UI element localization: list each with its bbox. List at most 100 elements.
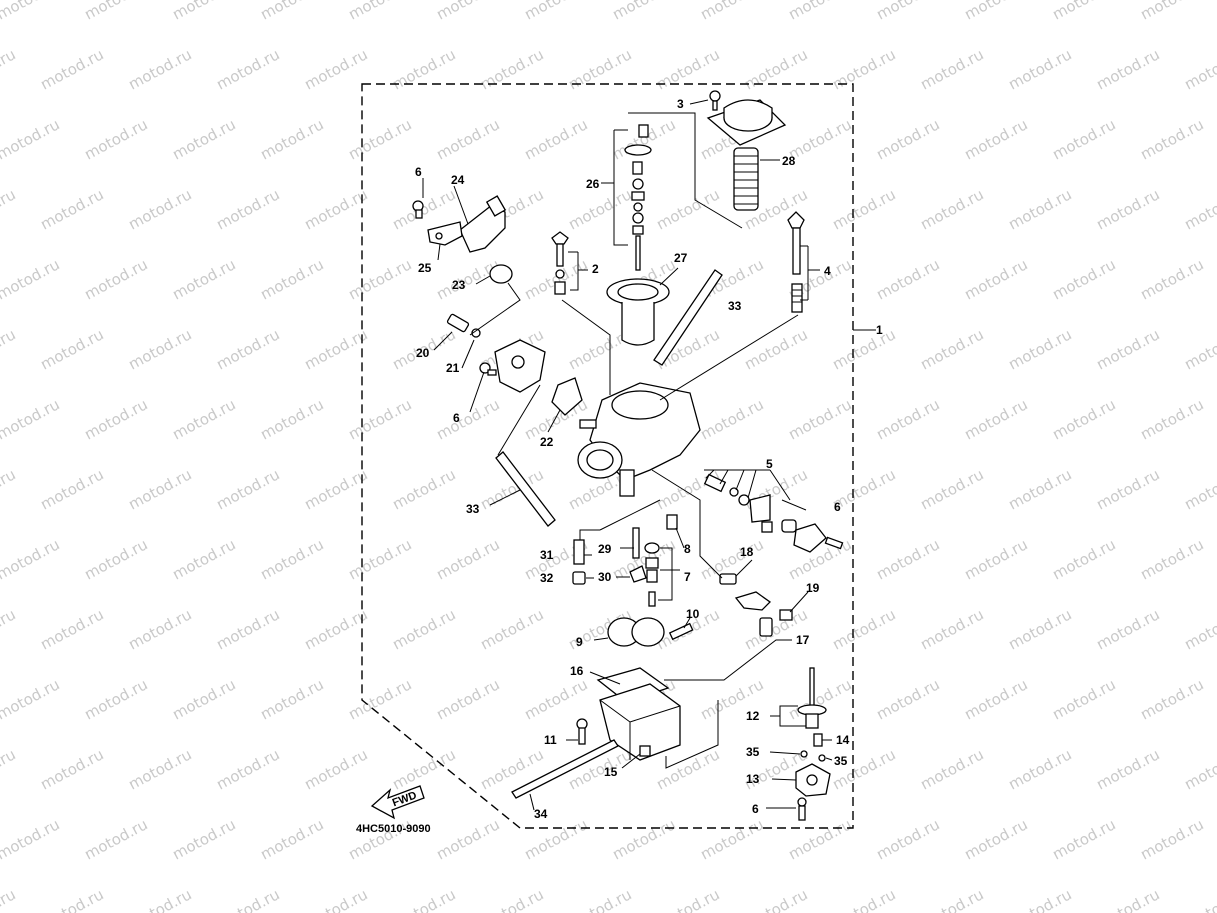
part-gasket-22[interactable] — [551, 377, 583, 416]
part-cap-32[interactable] — [572, 571, 586, 585]
part-idle-set-5[interactable] — [703, 473, 827, 553]
part-spring-18[interactable] — [719, 573, 737, 585]
watermark-text: motod.ru — [697, 815, 766, 863]
label-part-26: 26 — [586, 177, 600, 191]
part-carburetor-body-1[interactable] — [577, 382, 701, 497]
part-cover-13[interactable] — [795, 763, 831, 797]
part-spring-28[interactable] — [733, 147, 759, 211]
watermark-text: motod.ru — [873, 0, 942, 24]
part-screw-6-right[interactable] — [824, 536, 844, 550]
label-part-2: 2 — [592, 262, 599, 276]
part-drain-15[interactable] — [639, 745, 651, 757]
watermark-text: motod.ru — [1005, 325, 1074, 373]
label-part-11: 11 — [544, 733, 557, 747]
part-hose-33-upper[interactable] — [653, 269, 723, 366]
part-jet-8[interactable] — [666, 514, 678, 530]
part-hose-34[interactable] — [511, 739, 619, 799]
label-part-7: 7 — [684, 570, 691, 584]
label-part-10: 10 — [686, 607, 700, 621]
part-oring-35[interactable] — [800, 750, 826, 762]
label-part-18: 18 — [740, 545, 754, 559]
part-lever-25[interactable] — [427, 221, 463, 246]
part-throttle-screw-4[interactable] — [787, 211, 805, 313]
watermark-text: motod.ru — [565, 45, 634, 93]
watermark-text: motod.ru — [829, 605, 898, 653]
watermark-text: motod.ru — [301, 45, 370, 93]
watermark-text: motod.ru — [169, 675, 238, 723]
part-main-jet-7[interactable] — [644, 542, 660, 607]
watermark-text: motod.ru — [0, 815, 63, 863]
part-float-bowl[interactable] — [599, 683, 681, 761]
part-plug-14[interactable] — [813, 733, 823, 747]
watermark-text: motod.ru — [37, 885, 106, 913]
part-top-cover-3[interactable] — [706, 99, 787, 146]
label-part-30: 30 — [598, 570, 612, 584]
watermark-text: motod.ru — [1049, 535, 1118, 583]
watermark-text: motod.ru — [301, 185, 370, 233]
watermark-text: motod.ru — [301, 745, 370, 793]
watermark-text: motod.ru — [961, 255, 1030, 303]
watermark-text: motod.ru — [0, 465, 19, 513]
watermark-text: motod.ru — [917, 885, 986, 913]
label-part-31: 31 — [540, 548, 554, 562]
watermark-text: motod.ru — [301, 465, 370, 513]
part-rod-12[interactable] — [797, 667, 827, 729]
part-pilot-screw-2[interactable] — [551, 231, 569, 295]
watermark-text: motod.ru — [741, 885, 810, 913]
watermark-text: motod.ru — [257, 675, 326, 723]
watermark-text: motod.ru — [257, 535, 326, 583]
watermark-text: motod.ru — [565, 885, 634, 913]
watermark-text: motod.ru — [301, 325, 370, 373]
watermark-text: motod.ru — [961, 535, 1030, 583]
watermark-text: motod.ru — [37, 745, 106, 793]
part-screw-6-mid[interactable] — [479, 362, 497, 376]
watermark-text: motod.ru — [125, 885, 194, 913]
watermark-text: motod.ru — [1093, 745, 1162, 793]
part-screw-20[interactable] — [446, 313, 470, 333]
watermark-text: motod.ru — [125, 45, 194, 93]
part-cover-assembly[interactable] — [494, 339, 546, 393]
watermark-text: motod.ru — [917, 605, 986, 653]
watermark-text: motod.ru — [301, 605, 370, 653]
watermark-text: motod.ru — [873, 675, 942, 723]
part-float-9[interactable] — [607, 617, 665, 647]
watermark-text: motod.ru — [653, 465, 722, 513]
part-oring-23[interactable] — [489, 264, 513, 284]
watermark-text: motod.ru — [873, 535, 942, 583]
label-part-19: 19 — [806, 581, 820, 595]
watermark-text: motod.ru — [0, 325, 19, 373]
watermark-text: motod.ru — [609, 115, 678, 163]
part-diaphragm-slide-27[interactable] — [606, 278, 670, 346]
watermark-text: motod.ru — [0, 115, 63, 163]
part-screw-6-bottom[interactable] — [797, 797, 807, 821]
part-pin-10[interactable] — [668, 622, 694, 641]
watermark-text: motod.ru — [1181, 605, 1217, 653]
watermark-text: motod.ru — [521, 115, 590, 163]
label-part-6-top: 6 — [415, 165, 422, 179]
watermark-text: motod.ru — [345, 535, 414, 583]
part-needle-stack-26[interactable] — [624, 124, 652, 271]
watermark-text: motod.ru — [1005, 605, 1074, 653]
part-hose-33-lower[interactable] — [495, 451, 556, 527]
label-part-1: 1 — [876, 323, 883, 337]
part-screw-3[interactable] — [709, 90, 721, 111]
part-valve-17[interactable] — [759, 617, 773, 637]
label-part-6-right: 6 — [834, 500, 841, 514]
part-needle-jet-29[interactable] — [632, 527, 640, 559]
watermark-text: motod.ru — [433, 395, 502, 443]
part-jet-30[interactable] — [629, 565, 647, 583]
watermark-text: motod.ru — [257, 115, 326, 163]
watermark-text: motod.ru — [37, 325, 106, 373]
watermark-text: motod.ru — [1093, 465, 1162, 513]
watermark-text: motod.ru — [81, 675, 150, 723]
watermark-text: motod.ru — [521, 0, 590, 24]
watermark-text: motod.ru — [1137, 535, 1206, 583]
part-starter-plunger-24[interactable] — [459, 195, 507, 253]
part-jet-31[interactable] — [573, 539, 585, 565]
watermark-text: motod.ru — [917, 325, 986, 373]
part-link-19[interactable] — [734, 591, 793, 621]
part-screw-6-topleft[interactable] — [412, 200, 424, 219]
part-screw-11[interactable] — [576, 718, 588, 745]
watermark-text: motod.ru — [609, 0, 678, 24]
